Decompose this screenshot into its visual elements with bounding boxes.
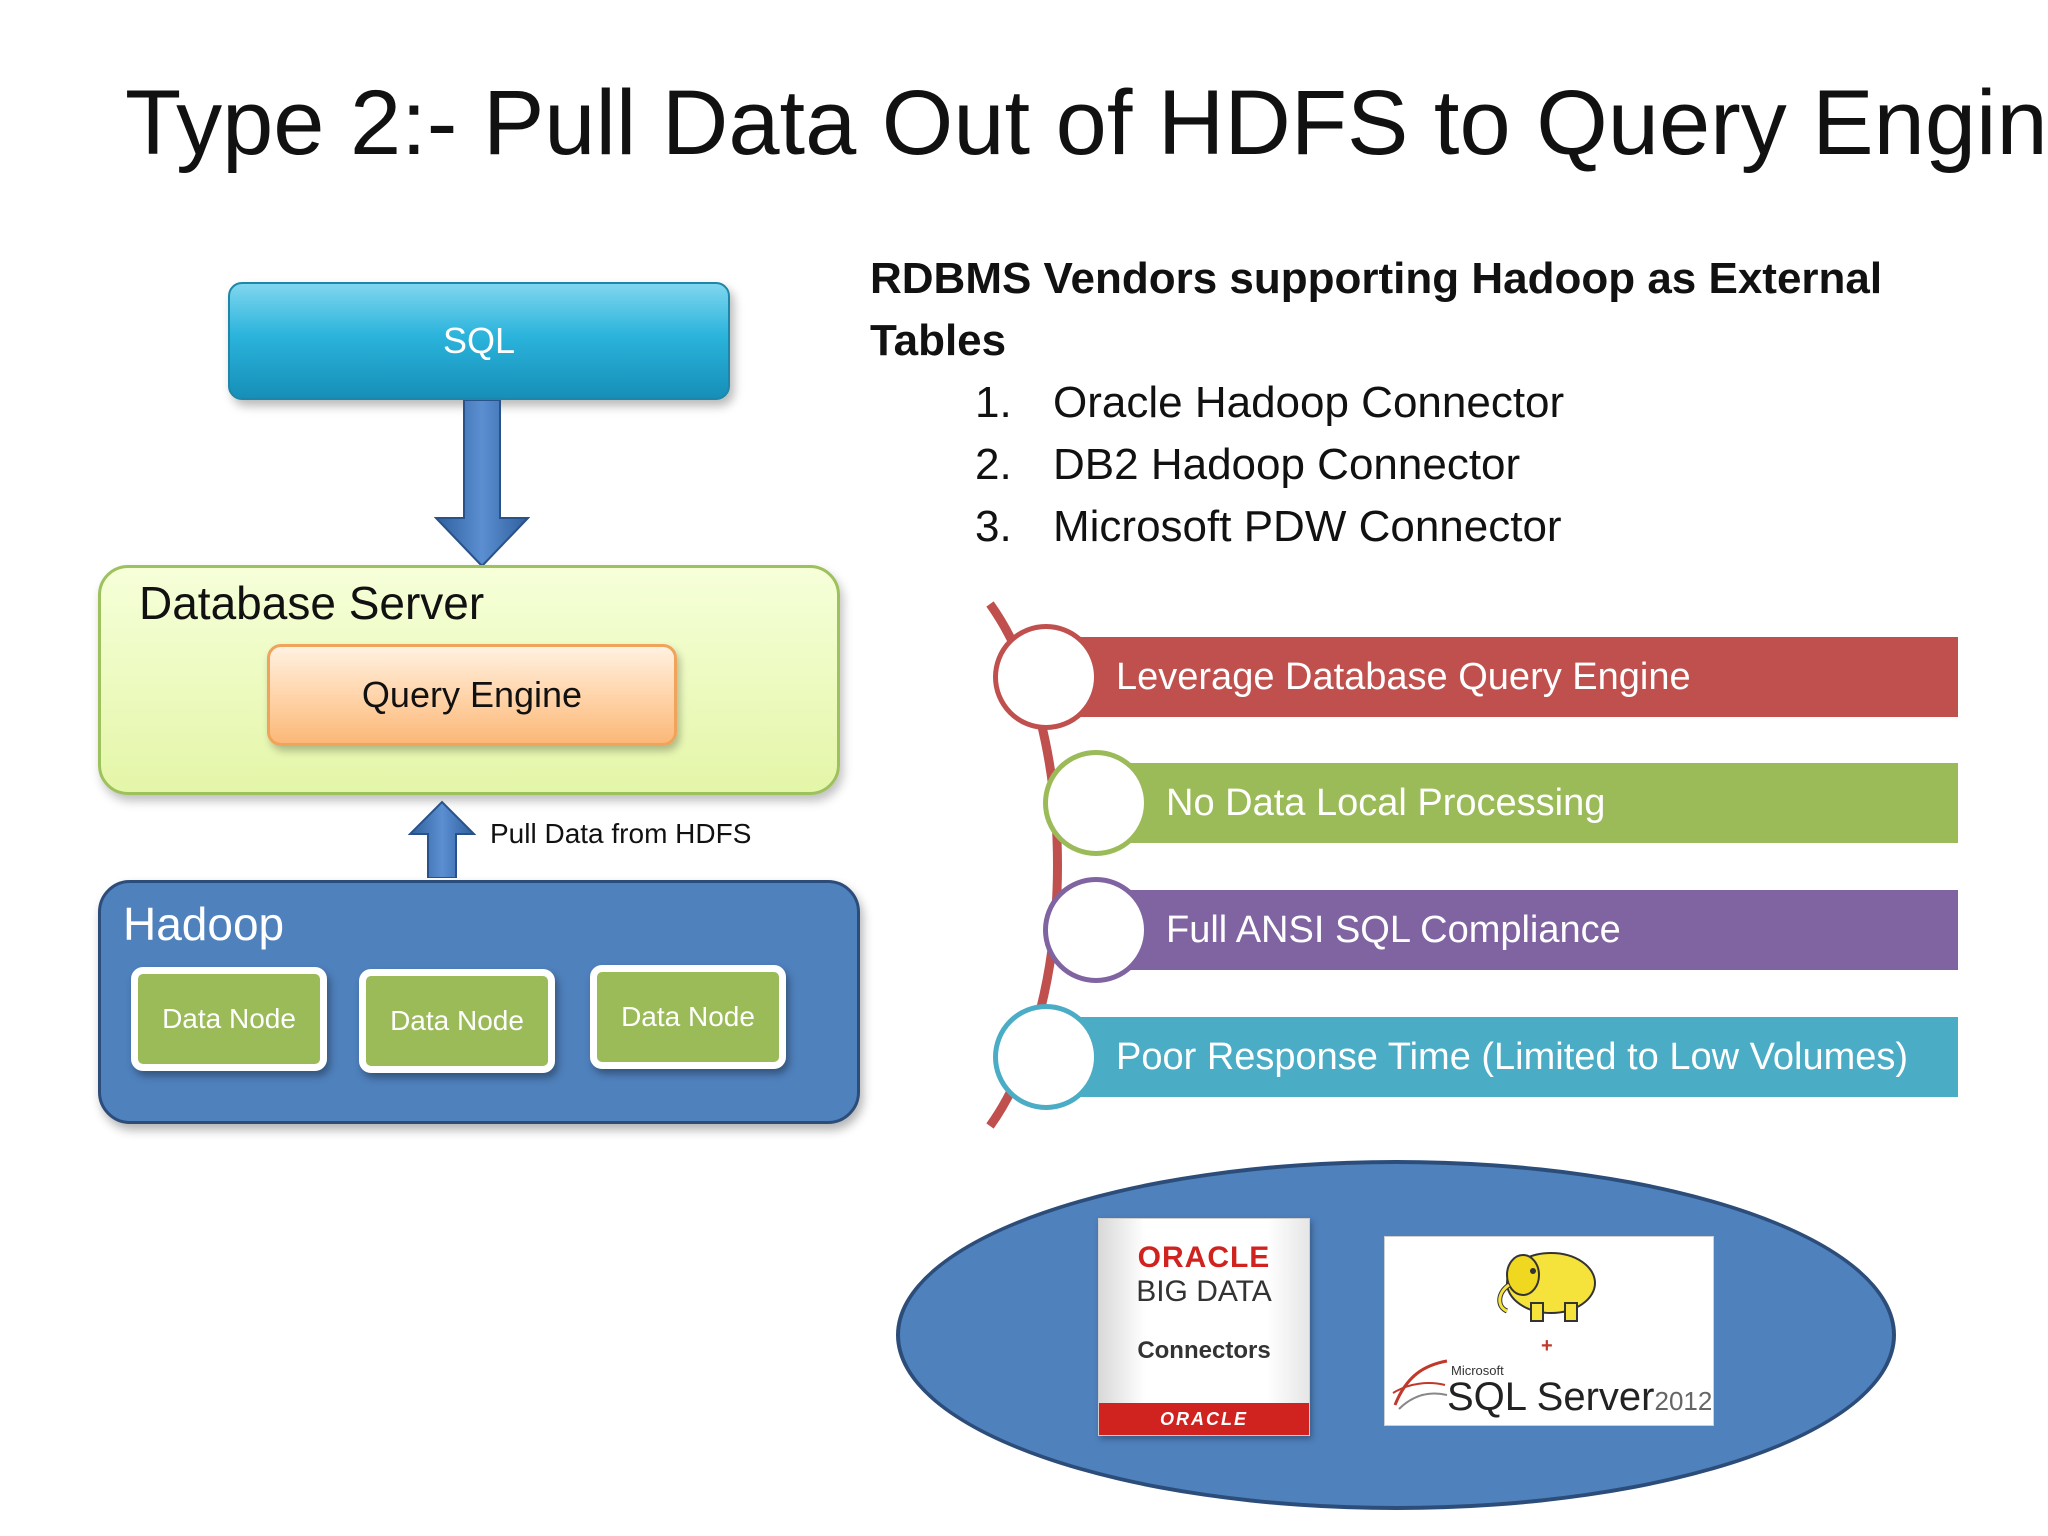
point-label: Full ANSI SQL Compliance <box>1166 908 1621 951</box>
vendors-heading: RDBMS Vendors supporting Hadoop as Exter… <box>870 254 1883 365</box>
sql-box: SQL <box>228 282 730 400</box>
data-node: Data Node <box>590 965 786 1069</box>
query-engine-label: Query Engine <box>361 674 583 715</box>
oracle-big-data-logo: ORACLE BIG DATA Connectors ORACLE <box>1098 1218 1310 1436</box>
sql-server-product: SQL Server <box>1447 1375 1655 1419</box>
list-item-label: DB2 Hadoop Connector <box>1053 440 1521 489</box>
slide-title: Type 2:- Pull Data Out of HDFS to Query … <box>125 72 2048 174</box>
data-node: Data Node <box>359 969 555 1073</box>
list-item-label: Microsoft PDW Connector <box>1053 502 1562 551</box>
bullet-circle-icon <box>1043 750 1149 856</box>
point-ribbon-2: No Data Local Processing <box>1110 763 1958 843</box>
point-label: Leverage Database Query Engine <box>1116 655 1691 698</box>
point-ribbon-4: Poor Response Time (Limited to Low Volum… <box>1060 1017 1958 1097</box>
hadoop-label: Hadoop <box>123 898 285 950</box>
point-label: No Data Local Processing <box>1166 781 1606 824</box>
arrow-up-icon <box>408 800 476 878</box>
point-label: Poor Response Time (Limited to Low Volum… <box>1116 1035 1909 1078</box>
pull-data-label: Pull Data from HDFS <box>490 818 752 849</box>
arrow-down-icon <box>434 400 530 568</box>
data-node-label: Data Node <box>390 1005 524 1036</box>
point-ribbon-3: Full ANSI SQL Compliance <box>1110 890 1958 970</box>
hadoop-elephant-icon <box>1497 1252 1596 1322</box>
oracle-subtitle: Connectors <box>1137 1337 1271 1364</box>
list-item: 3. Microsoft PDW Connector <box>975 496 1564 558</box>
oracle-band: ORACLE <box>1099 1403 1309 1435</box>
list-item-label: Oracle Hadoop Connector <box>1053 378 1565 427</box>
hadoop-box: Hadoop Data Node Data Node Data Node <box>98 880 860 1124</box>
query-engine-box: Query Engine <box>267 644 677 746</box>
list-item-number: 1. <box>975 378 1012 427</box>
data-node-label: Data Node <box>621 1001 755 1032</box>
list-item-number: 2. <box>975 440 1012 489</box>
plus-sign: + <box>1541 1335 1553 1357</box>
hadoop-sql-server-logo: + Microsoft SQL Server2012 <box>1384 1236 1714 1426</box>
list-item-number: 3. <box>975 502 1012 551</box>
database-server-label: Database Server <box>139 577 485 629</box>
database-server-box: Database Server Query Engine <box>98 565 840 795</box>
vendor-list: 1. Oracle Hadoop Connector 2. DB2 Hadoop… <box>975 372 1564 558</box>
sql-label: SQL <box>442 320 516 361</box>
list-item: 1. Oracle Hadoop Connector <box>975 372 1564 434</box>
microsoft-label: Microsoft <box>1451 1363 1504 1378</box>
data-node-label: Data Node <box>162 1003 296 1034</box>
sql-server-icon <box>1392 1359 1448 1410</box>
bullet-circle-icon <box>993 624 1099 730</box>
bullet-circle-icon <box>1043 877 1149 983</box>
list-item: 2. DB2 Hadoop Connector <box>975 434 1564 496</box>
oracle-brand: ORACLE <box>1137 1241 1271 1274</box>
point-ribbon-1: Leverage Database Query Engine <box>1060 637 1958 717</box>
bullet-circle-icon <box>993 1004 1099 1110</box>
sql-server-wordmark: SQL Server2012 <box>1447 1375 1712 1420</box>
data-node: Data Node <box>131 967 327 1071</box>
oracle-product: BIG DATA <box>1136 1275 1272 1308</box>
sql-server-year: 2012 <box>1654 1386 1713 1416</box>
